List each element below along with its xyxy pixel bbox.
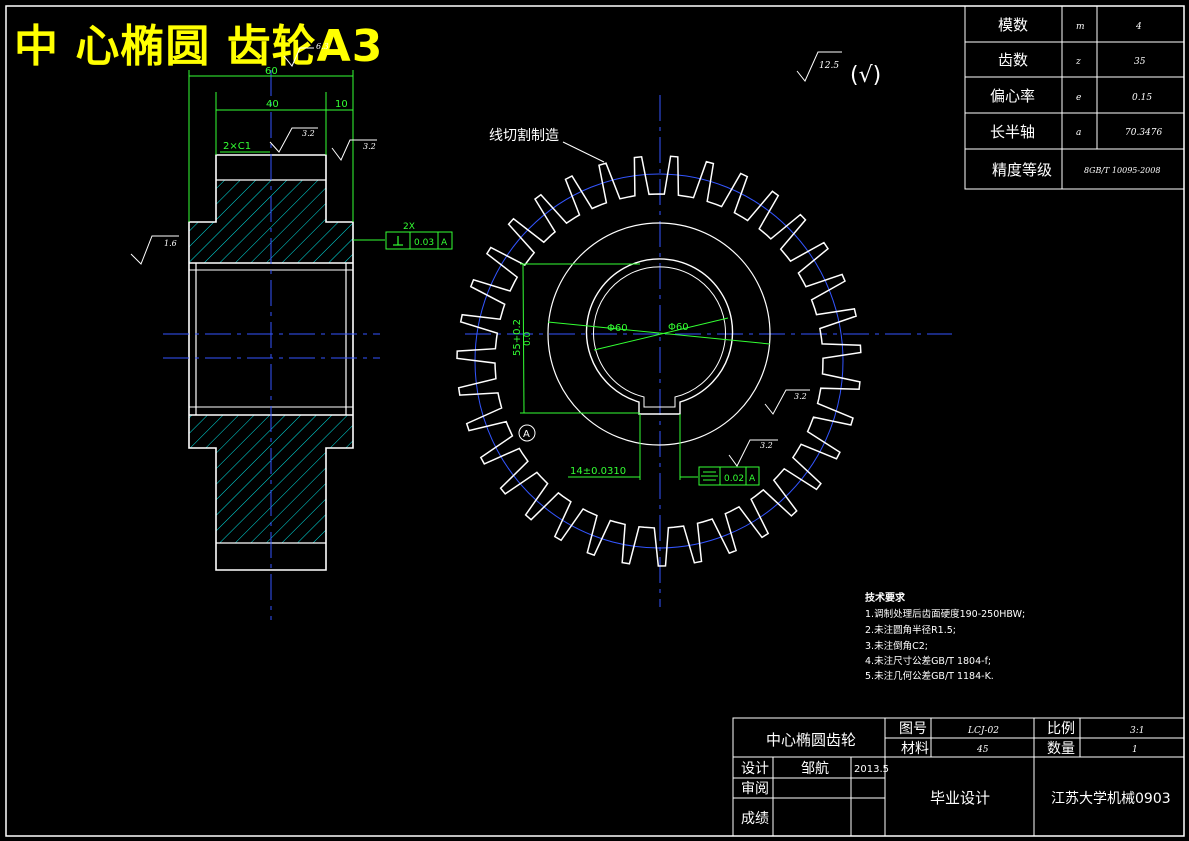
param-symbol-3: a (1076, 128, 1081, 138)
roughness-symbols-front (562, 51, 842, 467)
param-name-1: 齿数 (998, 51, 1028, 69)
key-width-dim: 14±0.0310 (570, 466, 626, 477)
result-label: 成绩 (741, 811, 769, 827)
param-value-0: 4 (1135, 22, 1142, 32)
tech-requirements: 技术要求 1.调制处理后齿面硬度190-250HBW; 2.未注圆角半径R1.5… (865, 591, 1025, 682)
key-height-lower: 0.0 (523, 331, 533, 346)
param-value-3: 70.3476 (1125, 128, 1162, 138)
school-name: 江苏大学机械0903 (1051, 791, 1171, 807)
project-name: 毕业设计 (930, 789, 990, 807)
material-value: 45 (976, 745, 989, 755)
drawing-title: 中 心椭圆 齿轮A3 (14, 21, 384, 72)
tech-req-item: 1.调制处理后齿面硬度190-250HBW; (865, 608, 1025, 620)
datum-a-label: A (523, 429, 530, 440)
qty-value: 1 (1132, 745, 1138, 755)
drawing-frame (5, 5, 1185, 837)
drawing-no-label: 图号 (899, 721, 927, 737)
title-block (732, 717, 1185, 837)
symmetry-symbol (701, 471, 718, 481)
param-value-2: 0.15 (1132, 93, 1152, 103)
param-name-4: 精度等级 (992, 161, 1052, 179)
param-value-4: 8GB/T 10095-2008 (1084, 166, 1160, 175)
scale-value: 3:1 (1130, 726, 1144, 736)
gear-bore-keyway-inner (593, 266, 726, 408)
part-name: 中心椭圆齿轮 (766, 731, 856, 749)
perp-tol-datum: A (441, 238, 448, 248)
designer-name: 邹航 (801, 761, 829, 777)
roughness-keyway: 3.2 (794, 392, 807, 401)
param-name-3: 长半轴 (990, 123, 1035, 141)
chamfer-label: 2×C1 (223, 141, 251, 152)
review-label: 审阅 (741, 781, 769, 797)
general-roughness-bracket: (√) (850, 63, 881, 88)
gear-bore-keyway-outer (585, 258, 734, 415)
material-label: 材料 (901, 741, 929, 757)
symmetry-tol-value: 0.02 (724, 474, 744, 484)
roughness-symbols-side (130, 47, 377, 265)
section-view (163, 70, 380, 620)
symmetry-tol-datum: A (749, 474, 756, 484)
tech-req-item: 2.未注圆角半径R1.5; (865, 624, 956, 636)
bore-diameter-a: Φ60 (607, 323, 628, 334)
tech-req-item: 4.未注尺寸公差GB/T 1804-f; (865, 655, 991, 667)
param-name-2: 偏心率 (990, 87, 1035, 105)
roughness-3-2-a: 3.2 (302, 129, 315, 138)
key-height-dim: 55+0.2 (512, 319, 523, 356)
param-symbol-1: z (1075, 57, 1081, 67)
gear-parameter-table (964, 5, 1185, 190)
tech-req-item: 3.未注倒角C2; (865, 640, 928, 652)
gear-dimensions (520, 263, 771, 486)
param-symbol-2: e (1076, 93, 1081, 103)
gear-hub-circle (547, 222, 771, 446)
bore-diameter-b: Φ60 (668, 322, 689, 333)
wire-cut-note: 线切割制造 (489, 127, 559, 144)
tech-req-item: 5.未注几何公差GB/T 1184-K. (865, 670, 994, 682)
gear-pitch-curve (474, 173, 844, 549)
perpendicularity-symbol (393, 236, 403, 246)
section-dimensions (188, 70, 453, 250)
roughness-key-tol: 3.2 (760, 441, 773, 450)
qty-label: 数量 (1047, 741, 1075, 757)
tech-req-heading: 技术要求 (865, 591, 906, 604)
gear-tooth-profile (456, 155, 862, 567)
param-value-1: 35 (1134, 57, 1146, 67)
dim-10-label: 10 (335, 99, 348, 110)
dim-60-label: 60 (265, 66, 278, 77)
design-label: 设计 (741, 761, 769, 777)
roughness-3-2-b: 3.2 (363, 142, 376, 151)
perp-tol-value: 0.03 (414, 238, 434, 248)
drawing-no-value: LCJ-02 (967, 726, 999, 736)
general-roughness-value: 12.5 (819, 61, 839, 71)
scale-label: 比例 (1047, 721, 1075, 737)
datum-a-marker (518, 424, 536, 442)
param-name-0: 模数 (998, 16, 1028, 34)
design-date: 2013.5 (854, 764, 889, 775)
roughness-1-6: 1.6 (164, 239, 177, 248)
param-symbol-0: m (1076, 22, 1085, 32)
dim-40-label: 40 (266, 99, 279, 110)
roughness-6-3: 6.3 (316, 42, 329, 51)
tol-note-label: 2X (403, 222, 415, 232)
